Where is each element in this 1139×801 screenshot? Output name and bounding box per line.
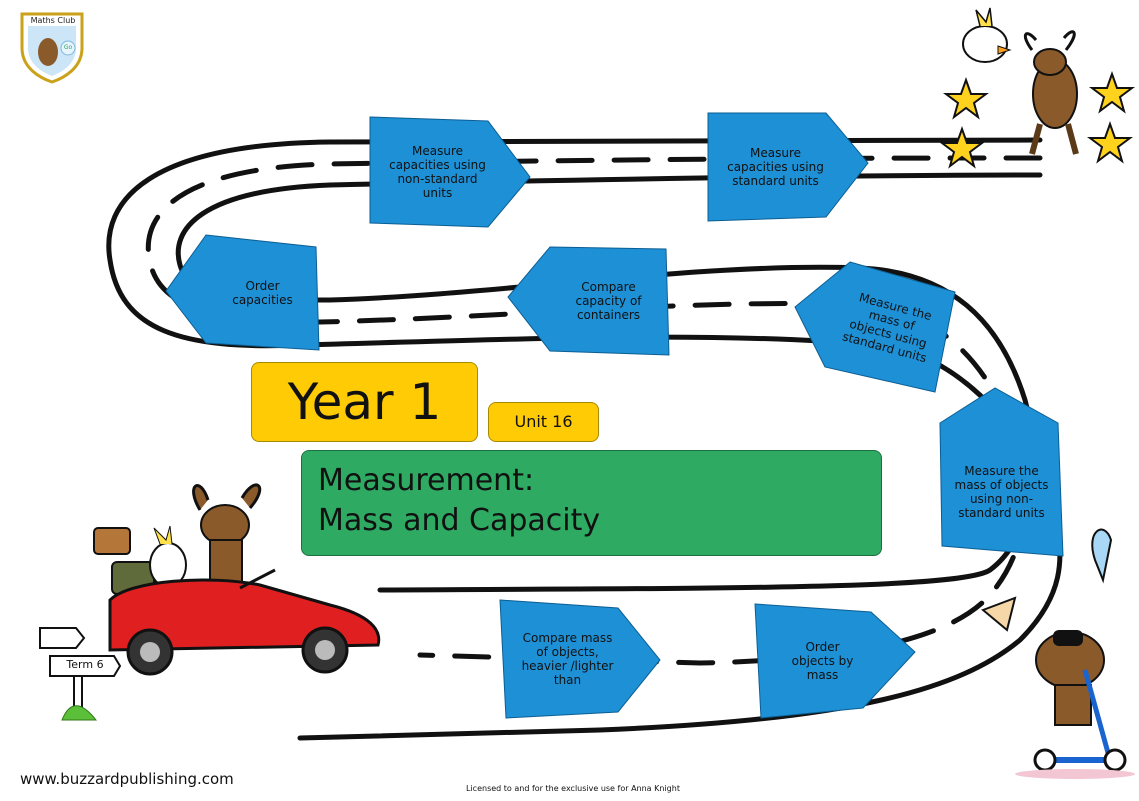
step-compare-mass-objects: Compare mass of objects, heavier /lighte… xyxy=(499,599,665,719)
step-measure-mass-non-standard: Measure the mass of objects using non-st… xyxy=(939,387,1064,557)
red-car-icon xyxy=(108,568,381,676)
step-label: Compare mass of objects, heavier /lighte… xyxy=(521,631,614,687)
arrow-shape xyxy=(507,246,670,356)
star-icon xyxy=(1087,121,1133,164)
arrow-shape xyxy=(939,387,1064,557)
step-measure-mass-standard: Measure the mass of objects using standa… xyxy=(794,261,956,393)
celebration-illustration xyxy=(940,7,1135,169)
step-measure-capacities-standard: Measure capacities using standard units xyxy=(707,112,873,222)
star-icon xyxy=(940,126,985,169)
step-label: Measure capacities using standard units xyxy=(727,146,824,188)
car-illustration xyxy=(93,483,381,676)
arrow-shape xyxy=(794,261,956,393)
maths-club-badge: Maths Club Go xyxy=(18,8,86,84)
shield-badge-icon xyxy=(20,12,84,84)
license-text: Licensed to and for the exclusive use fo… xyxy=(466,784,680,793)
topic-title-line2: Mass and Capacity xyxy=(318,503,601,538)
term-sign-label: Term 6 xyxy=(66,658,104,671)
unit-badge: Unit 16 xyxy=(488,402,599,442)
arrow-shape xyxy=(499,599,661,719)
arrow-shape xyxy=(754,603,916,719)
step-label: Compare capacity of containers xyxy=(575,280,642,322)
star-icon xyxy=(1089,71,1135,114)
cockatoo-icon xyxy=(962,7,1012,63)
star-icon xyxy=(943,77,989,120)
arrow-shape xyxy=(165,234,320,351)
step-compare-capacity-containers: Compare capacity of containers xyxy=(507,246,670,356)
step-label: Measure capacities using non-standard un… xyxy=(389,144,486,200)
badge-sub: Go xyxy=(63,44,73,51)
topic-title-line1: Measurement: xyxy=(318,463,535,498)
website-link[interactable]: www.buzzardpublishing.com xyxy=(20,770,234,788)
signpost-icon xyxy=(39,627,122,721)
scooter-moose-icon xyxy=(981,528,1135,779)
step-order-objects-mass: Order objects by mass xyxy=(754,603,916,719)
arrow-shape xyxy=(707,112,869,222)
step-order-capacities: Order capacities xyxy=(165,234,320,351)
step-measure-capacities-non-standard: Measure capacities using non-standard un… xyxy=(369,116,535,228)
moose-driver-icon xyxy=(192,483,262,591)
topic-title: Measurement: Mass and Capacity xyxy=(301,450,882,556)
step-label: Measure the mass of objects using non-st… xyxy=(954,464,1049,520)
moose-icon xyxy=(1023,30,1079,155)
step-label: Order capacities xyxy=(232,278,293,307)
step-label: Order objects by mass xyxy=(791,640,854,682)
badge-text: Maths Club xyxy=(30,16,76,25)
arrow-shape xyxy=(369,116,531,228)
cockatoo-icon xyxy=(149,525,187,588)
year-heading: Year 1 xyxy=(251,362,478,442)
